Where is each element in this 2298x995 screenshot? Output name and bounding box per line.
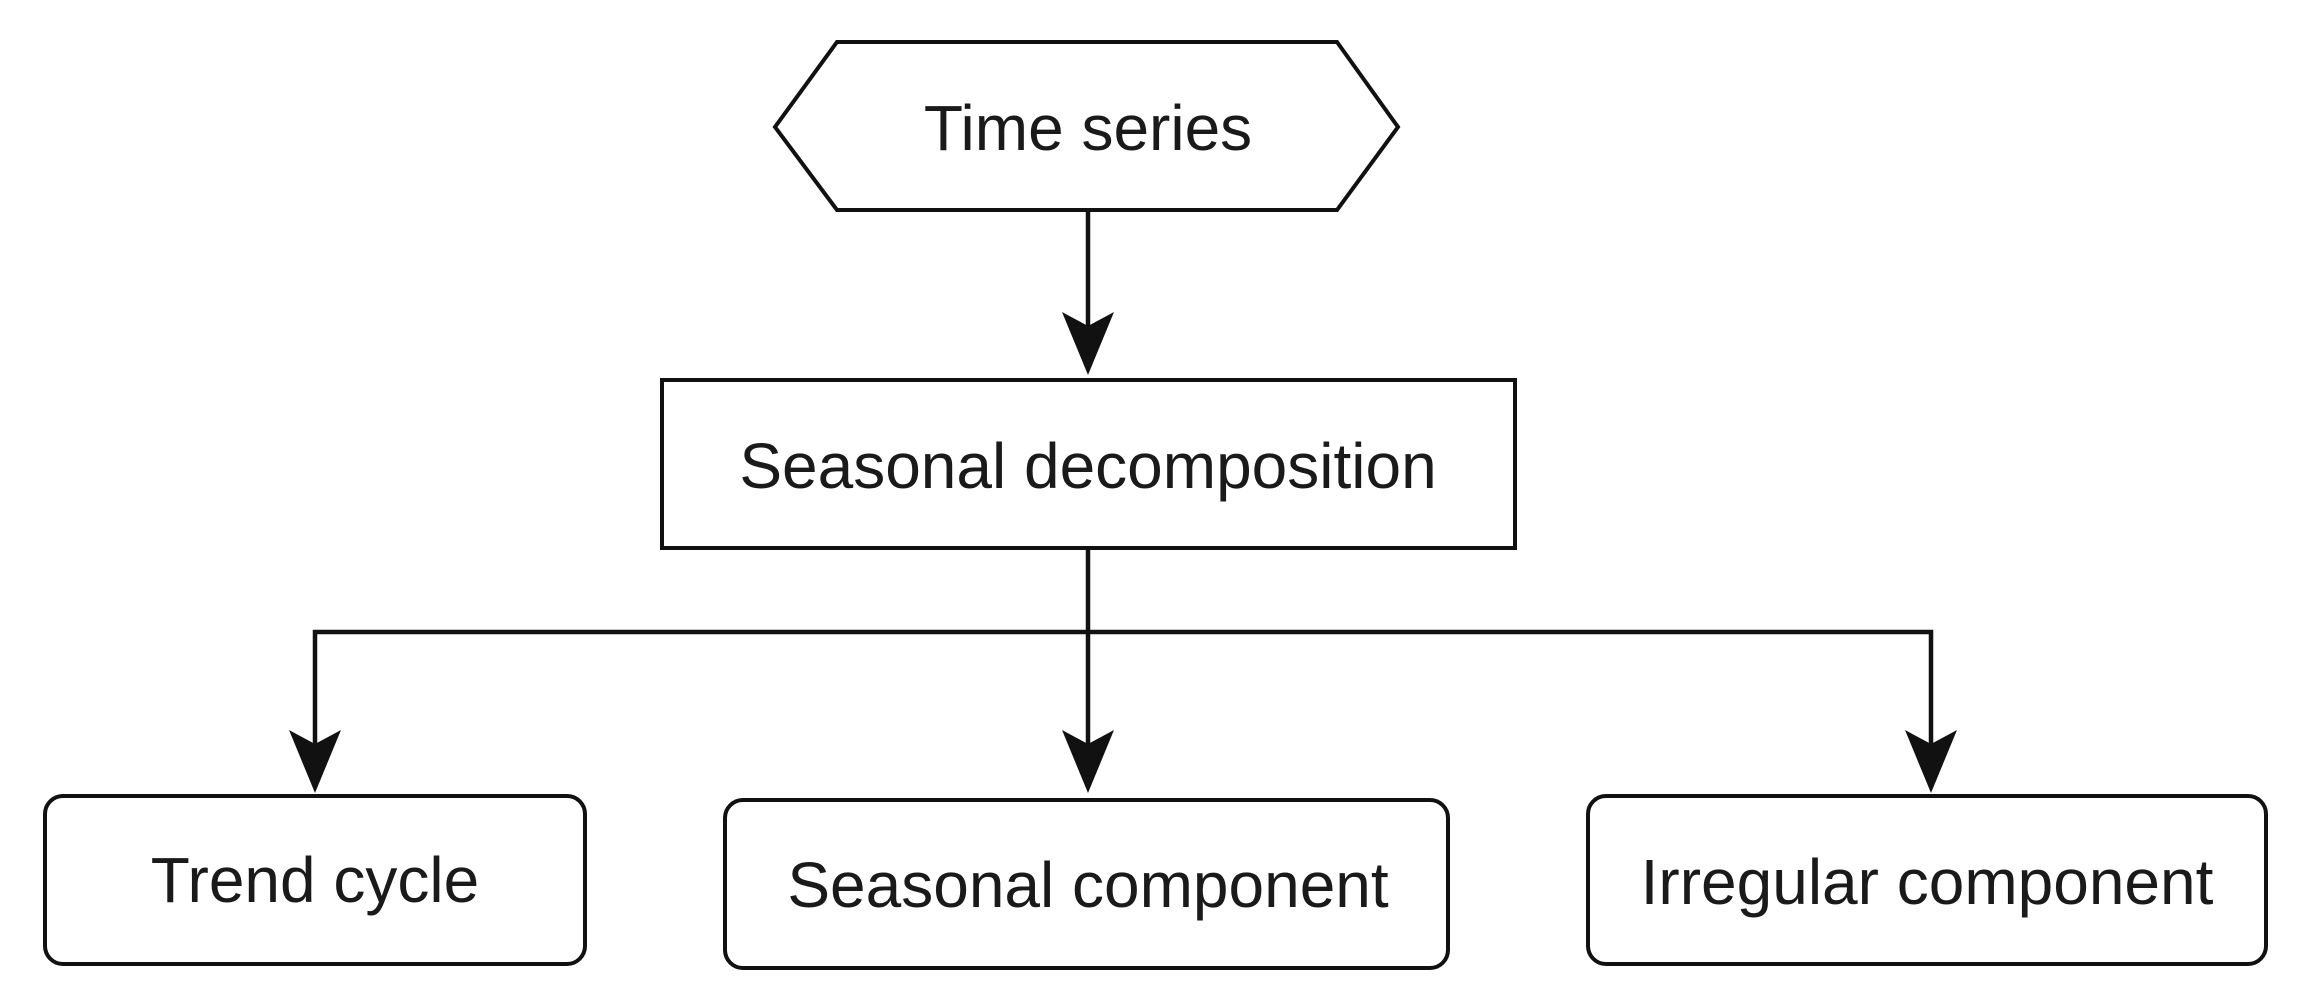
node-seasonal-component-label: Seasonal component bbox=[787, 849, 1389, 921]
arrow-head-icon bbox=[1905, 730, 1957, 793]
node-trend-cycle-label: Trend cycle bbox=[151, 844, 479, 916]
node-time-series-label: Time series bbox=[924, 92, 1252, 164]
node-irregular-component-label: Irregular component bbox=[1641, 846, 2214, 918]
rounded-rectangle-shape bbox=[1586, 794, 2268, 966]
node-seasonal-component: Seasonal component bbox=[723, 798, 1450, 970]
rounded-rectangle-shape bbox=[43, 794, 587, 966]
arrow-head-icon bbox=[1062, 730, 1114, 793]
arrow-head-icon bbox=[1062, 312, 1114, 375]
node-seasonal-decomposition: Seasonal decomposition bbox=[660, 378, 1517, 550]
node-trend-cycle: Trend cycle bbox=[43, 794, 587, 966]
arrow-head-icon bbox=[289, 730, 341, 793]
node-seasonal-decomposition-label: Seasonal decomposition bbox=[739, 430, 1436, 502]
node-time-series: Time series bbox=[772, 40, 1401, 212]
node-irregular-component: Irregular component bbox=[1586, 794, 2268, 966]
edge-decomposition-to-components bbox=[289, 548, 1957, 793]
edge-time-series-to-decomposition bbox=[1062, 210, 1114, 375]
hexagon-shape bbox=[772, 40, 1401, 212]
rectangle-shape bbox=[660, 378, 1517, 550]
rounded-rectangle-shape bbox=[723, 798, 1450, 970]
